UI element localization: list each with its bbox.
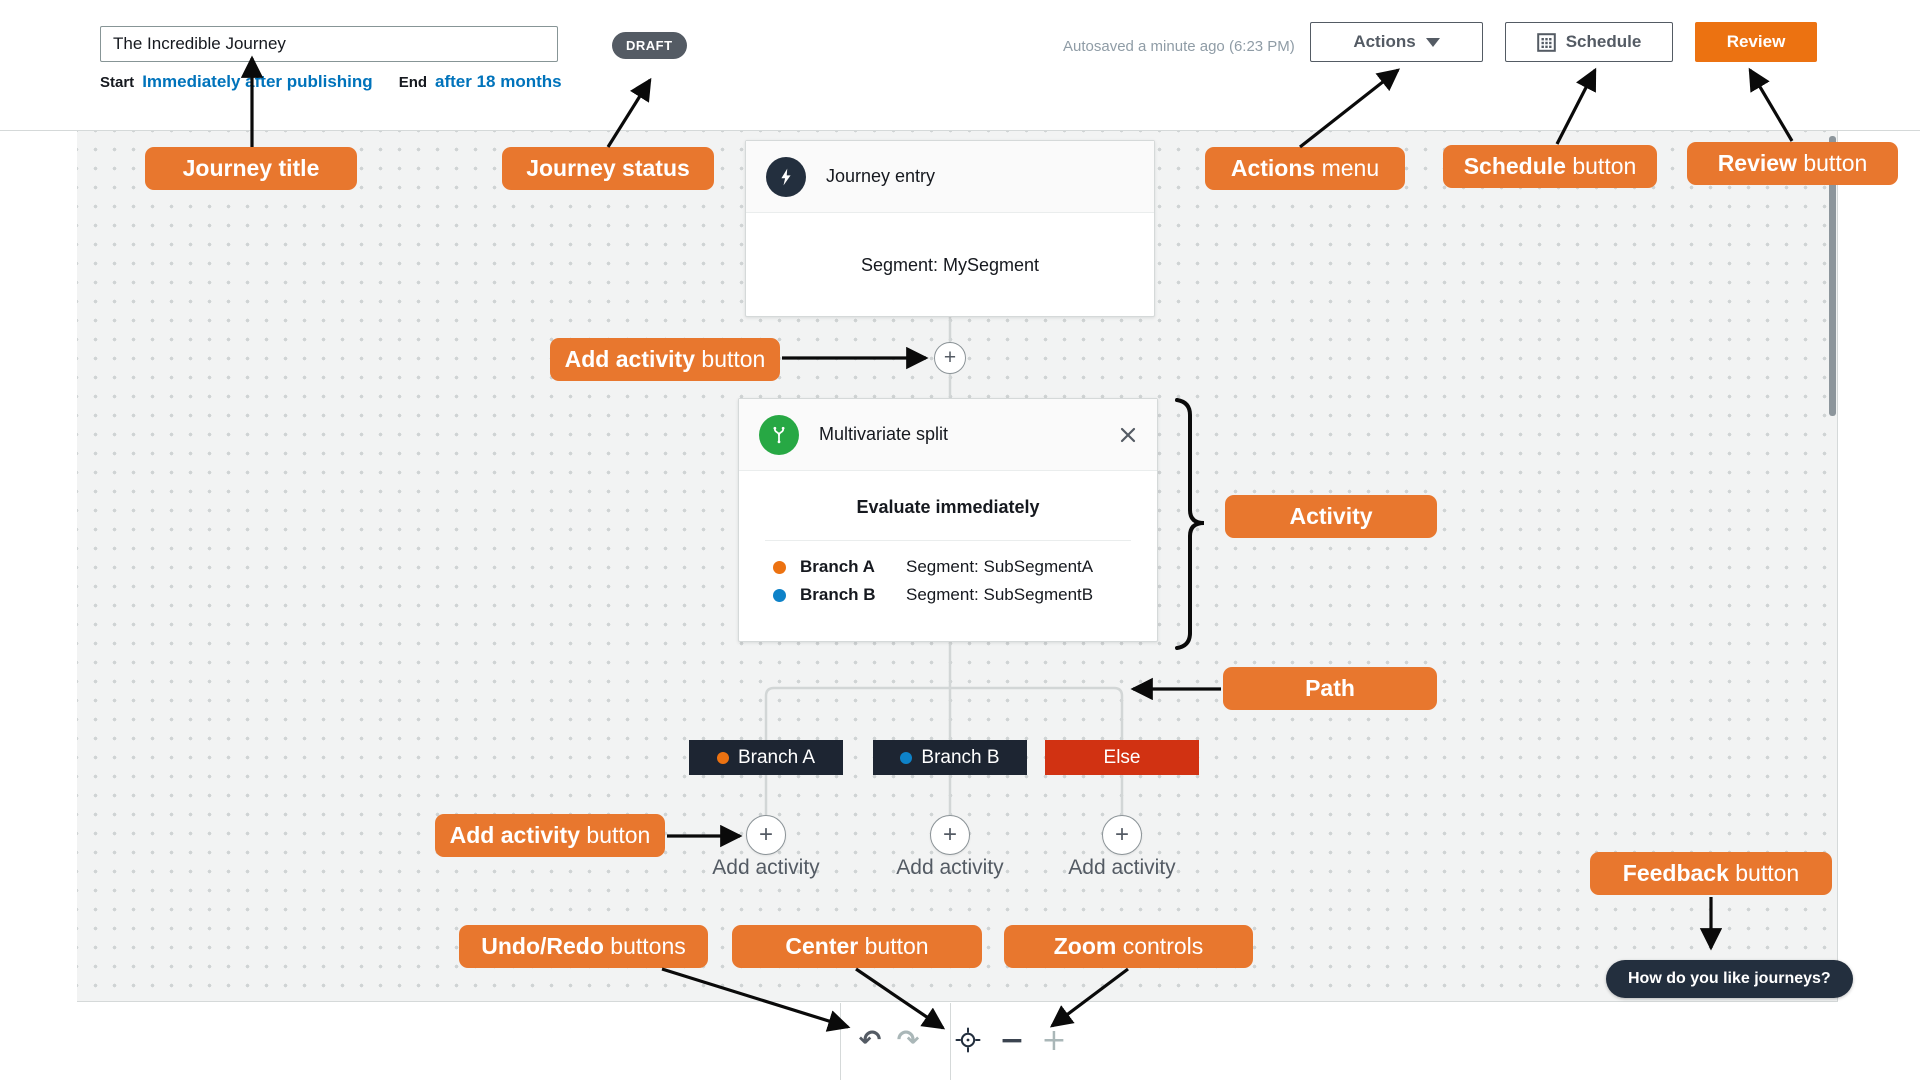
- add-activity-label: Add activity: [896, 856, 1004, 879]
- branch-a-dot-icon: [773, 560, 786, 574]
- actions-menu-button[interactable]: Actions: [1310, 22, 1483, 62]
- annotation-add-activity-top: Add activity button: [550, 338, 780, 381]
- close-icon[interactable]: [1119, 426, 1137, 444]
- journey-entry-header: Journey entry: [746, 141, 1154, 213]
- path-label-branch-b: Branch B: [873, 740, 1027, 775]
- center-view-button[interactable]: [948, 1020, 988, 1060]
- journey-status-badge: DRAFT: [612, 32, 687, 59]
- toolbar-divider: [950, 1003, 951, 1080]
- multivariate-split-icon: [759, 414, 799, 455]
- annotation-schedule-button: Schedule button: [1443, 145, 1657, 188]
- start-link[interactable]: Immediately after publishing: [142, 72, 373, 91]
- annotation-feedback-button: Feedback button: [1590, 852, 1832, 895]
- journey-entry-card[interactable]: Journey entry Segment: MySegment: [745, 140, 1155, 317]
- add-activity-label: Add activity: [1068, 856, 1176, 879]
- schedule-label: Schedule: [1565, 32, 1642, 51]
- annotation-add-activity-bottom: Add activity button: [435, 814, 665, 857]
- path-label-branch-a: Branch A: [689, 740, 843, 775]
- evaluate-text: Evaluate immediately: [856, 497, 1040, 517]
- annotation-journey-title: Journey title: [145, 147, 357, 190]
- review-button[interactable]: Review: [1695, 22, 1817, 62]
- multivariate-split-card[interactable]: Multivariate split Evaluate immediately …: [738, 398, 1158, 642]
- add-activity-button-branch-b[interactable]: +: [930, 815, 970, 855]
- path-label-else: Else: [1045, 740, 1199, 775]
- redo-button[interactable]: ↷: [896, 1024, 920, 1056]
- schedule-button[interactable]: Schedule: [1505, 22, 1673, 62]
- review-label: Review: [1726, 32, 1786, 51]
- branch-b-dot-icon: [900, 751, 913, 764]
- start-label: Start: [100, 74, 135, 91]
- add-activity-button-top[interactable]: +: [934, 342, 966, 374]
- branch-b-row: Branch B Segment: SubSegmentB: [739, 581, 1157, 609]
- path-label-text: Branch A: [737, 746, 816, 768]
- branch-a-name: Branch A: [800, 557, 875, 576]
- feedback-button[interactable]: How do you like journeys?: [1606, 960, 1853, 998]
- annotation-journey-status: Journey status: [502, 147, 714, 190]
- annotation-undo-redo: Undo/Redo buttons: [459, 925, 708, 968]
- branch-a-row: Branch A Segment: SubSegmentA: [739, 553, 1157, 581]
- branch-a-segment: Segment: SubSegmentA: [906, 557, 1094, 576]
- chevron-down-icon: [1425, 37, 1440, 47]
- canvas-scrollbar[interactable]: [1829, 136, 1836, 416]
- zoom-in-button[interactable]: +: [1041, 1022, 1067, 1058]
- journey-entry-title: Journey entry: [826, 166, 936, 186]
- annotation-activity: Activity: [1225, 495, 1437, 538]
- add-activity-button-branch-a[interactable]: +: [746, 815, 786, 855]
- add-activity-label: Add activity: [712, 856, 820, 879]
- undo-button[interactable]: ↶: [858, 1024, 882, 1056]
- divider: [765, 540, 1131, 541]
- branch-b-dot-icon: [773, 588, 786, 602]
- toolbar-divider: [840, 1003, 841, 1080]
- end-label: End: [398, 74, 428, 91]
- calendar-icon: [1536, 32, 1556, 52]
- path-label-text: Branch B: [921, 746, 1000, 768]
- actions-label: Actions: [1353, 32, 1416, 51]
- branch-b-name: Branch B: [800, 585, 876, 604]
- branch-b-segment: Segment: SubSegmentB: [906, 585, 1094, 604]
- annotation-path: Path: [1223, 667, 1437, 710]
- autosave-status: Autosaved a minute ago (6:23 PM): [1063, 38, 1295, 55]
- journey-title-input[interactable]: [100, 26, 558, 62]
- annotation-zoom-controls: Zoom controls: [1004, 925, 1253, 968]
- annotation-review-button: Review button: [1687, 142, 1898, 185]
- annotation-actions-menu: Actions menu: [1205, 147, 1405, 190]
- split-card-title: Multivariate split: [819, 424, 949, 444]
- annotation-center-button: Center button: [732, 925, 982, 968]
- add-activity-button-else[interactable]: +: [1102, 815, 1142, 855]
- schedule-summary: Start Immediately after publishing End a…: [100, 72, 562, 92]
- journey-header: DRAFT Start Immediately after publishing…: [0, 0, 1920, 131]
- path-label-text: Else: [1103, 746, 1141, 768]
- branch-a-dot-icon: [716, 751, 729, 764]
- entry-segment-text: Segment: MySegment: [860, 254, 1040, 275]
- split-card-header: Multivariate split: [739, 399, 1157, 471]
- end-link[interactable]: after 18 months: [435, 72, 562, 91]
- zoom-out-button[interactable]: −: [999, 1022, 1025, 1058]
- journey-entry-lightning-icon: [766, 156, 806, 197]
